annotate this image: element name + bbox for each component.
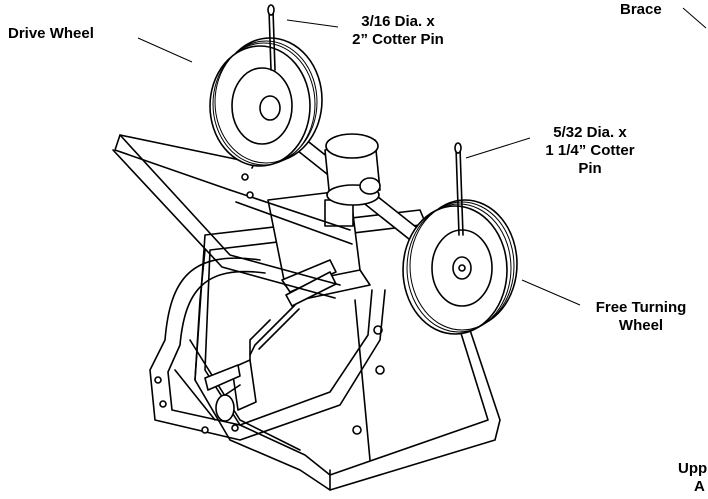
handle-frame	[112, 79, 386, 441]
leader-free-turning-wheel	[521, 279, 581, 306]
brace-label: Brace	[620, 1, 662, 18]
cotter-pin-top	[267, 4, 276, 71]
leader-cotter-pin-right	[465, 137, 531, 159]
cotter-pin-top-label: 3/16 Dia. x 2” Cotter Pin	[352, 13, 444, 48]
drive-wheel	[209, 37, 323, 167]
leader-cotter-pin-top	[286, 19, 339, 28]
leader-drive-wheel	[137, 37, 193, 63]
cotter-pin-right-label: 5/32 Dia. x 1 1/4” Cotter Pin	[545, 124, 635, 177]
drive-wheel-label: Drive Wheel	[8, 25, 94, 42]
free-turning-wheel	[402, 199, 518, 335]
bottom-right-label: Upp A	[678, 460, 708, 495]
cotter-pin-right	[454, 142, 464, 236]
leader-brace	[682, 7, 707, 29]
axle-hub	[324, 133, 381, 206]
free-turning-wheel-label: Free Turning Wheel	[595, 299, 687, 334]
latch-pedal	[204, 319, 271, 422]
